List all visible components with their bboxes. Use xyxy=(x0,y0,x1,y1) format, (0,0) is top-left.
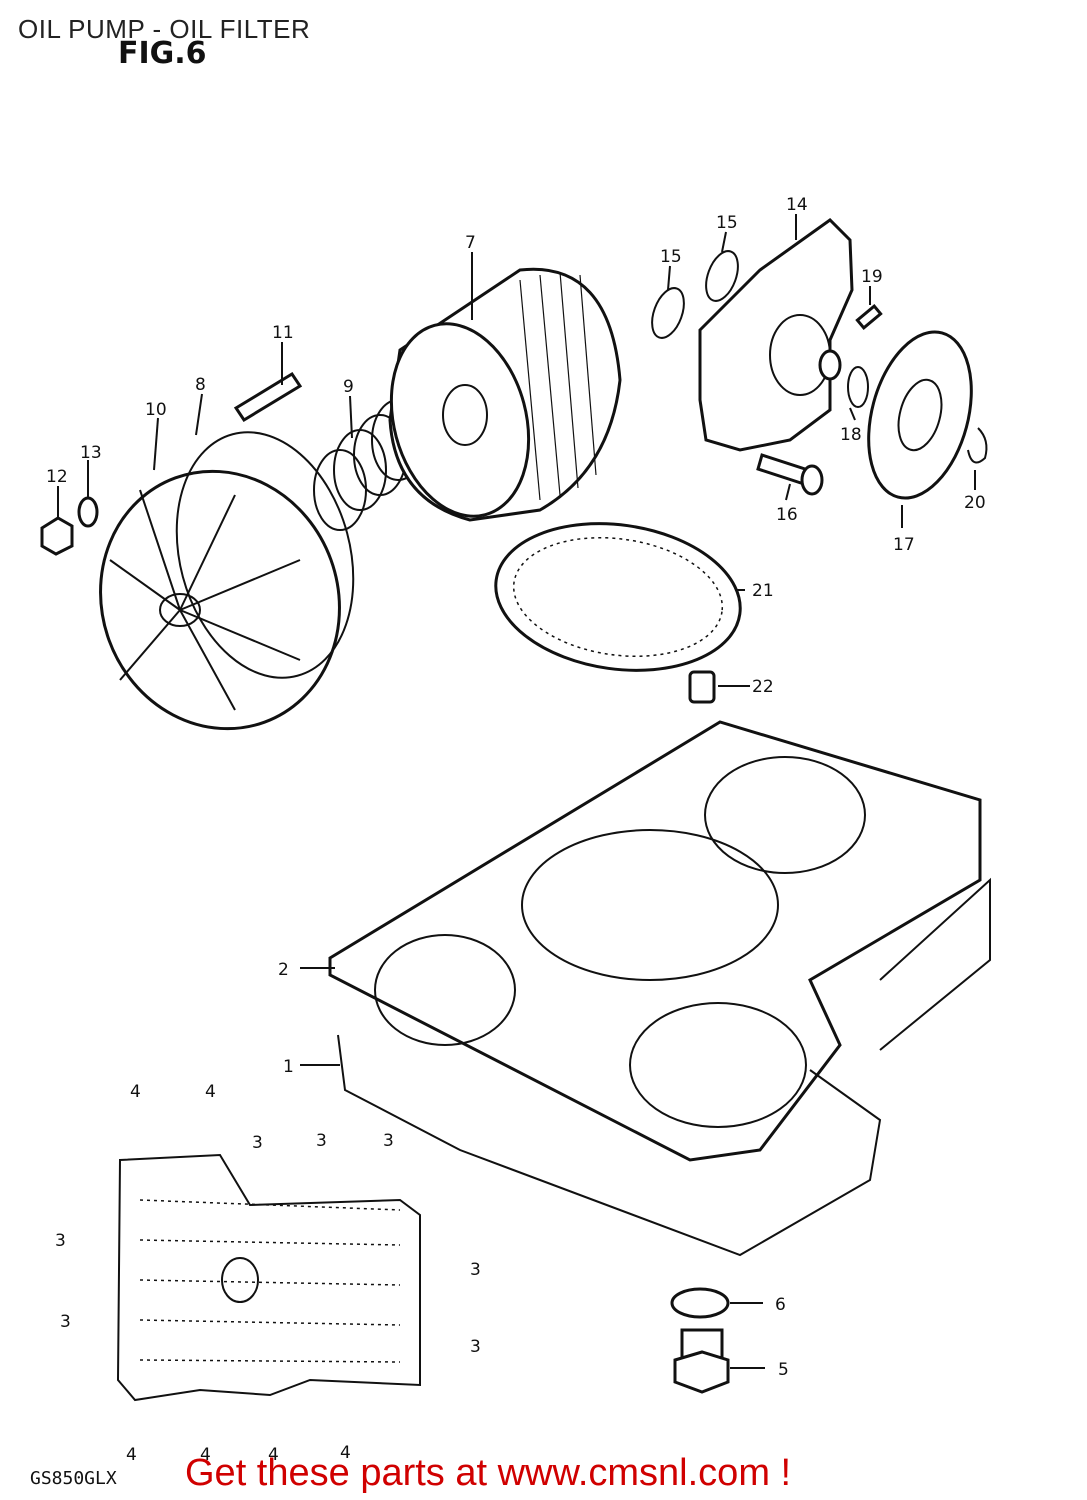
filter-cover-part-10[interactable] xyxy=(65,437,376,762)
callout-8: 8 xyxy=(195,375,206,395)
plug-part-22[interactable] xyxy=(688,670,716,704)
oil-strainer-part-21[interactable] xyxy=(486,509,750,686)
callout-2: 2 xyxy=(278,960,289,980)
callout-3b: 3 xyxy=(316,1131,327,1151)
callout-3a: 3 xyxy=(252,1133,263,1153)
callout-9: 9 xyxy=(343,377,354,397)
callout-14: 14 xyxy=(786,195,808,215)
washer-part-13[interactable] xyxy=(77,496,99,528)
callout-10: 10 xyxy=(145,400,167,420)
o-ring-part-8[interactable] xyxy=(151,412,380,697)
model-code: GS850GLX xyxy=(30,1468,117,1489)
callout-3e: 3 xyxy=(470,1260,481,1280)
nut-part-12[interactable] xyxy=(40,516,74,556)
callout-4a: 4 xyxy=(130,1082,141,1102)
callout-18: 18 xyxy=(840,425,862,445)
callout-16: 16 xyxy=(776,505,798,525)
bolt-part-16[interactable] xyxy=(756,453,824,496)
shop-link[interactable]: Get these parts at www.cmsnl.com ! xyxy=(185,1452,792,1494)
gasket-washer-part-6[interactable] xyxy=(670,1287,730,1319)
callout-7: 7 xyxy=(465,233,476,253)
callout-11: 11 xyxy=(272,323,294,343)
callout-4c: 4 xyxy=(126,1445,137,1465)
callout-13: 13 xyxy=(80,443,102,463)
callout-4e: 4 xyxy=(268,1445,279,1465)
callout-19: 19 xyxy=(861,267,883,287)
oil-pump-part-14[interactable] xyxy=(698,218,854,452)
washer-part-18[interactable] xyxy=(847,366,869,408)
callout-15b: 15 xyxy=(716,213,738,233)
pump-gear-part-17[interactable] xyxy=(852,320,989,509)
oil-pan-bottom-view[interactable] xyxy=(116,1153,421,1402)
callout-6: 6 xyxy=(775,1295,786,1315)
callout-20: 20 xyxy=(964,493,986,513)
page-title: OIL PUMP - OIL FILTER xyxy=(18,14,311,44)
callout-1: 1 xyxy=(283,1057,294,1077)
callout-12: 12 xyxy=(46,467,68,487)
callout-3f: 3 xyxy=(60,1312,71,1332)
oil-pan-part-1[interactable] xyxy=(337,877,991,1257)
callout-5: 5 xyxy=(778,1360,789,1380)
callout-4d: 4 xyxy=(200,1445,211,1465)
figure-number: FIG.6 xyxy=(118,36,207,71)
callout-17: 17 xyxy=(893,535,915,555)
o-ring-part-15b[interactable] xyxy=(700,247,744,305)
callout-3c: 3 xyxy=(383,1131,394,1151)
callout-3d: 3 xyxy=(55,1231,66,1251)
circlip-part-20[interactable] xyxy=(967,427,988,464)
callout-4f: 4 xyxy=(340,1443,351,1463)
leader-lines xyxy=(57,214,976,1369)
callout-4b: 4 xyxy=(205,1082,216,1102)
callout-21: 21 xyxy=(752,581,774,601)
callout-15a: 15 xyxy=(660,247,682,267)
oil-filter-part-7[interactable] xyxy=(371,267,622,532)
drain-plug-part-5[interactable] xyxy=(673,1328,730,1394)
o-ring-part-15a[interactable] xyxy=(646,284,690,342)
callout-22: 22 xyxy=(752,677,774,697)
oil-pan-gasket-part-2[interactable] xyxy=(328,720,982,1162)
callout-3g: 3 xyxy=(470,1337,481,1357)
stud-bolt-part-11[interactable] xyxy=(233,371,303,423)
pin-part-19[interactable] xyxy=(855,303,883,331)
